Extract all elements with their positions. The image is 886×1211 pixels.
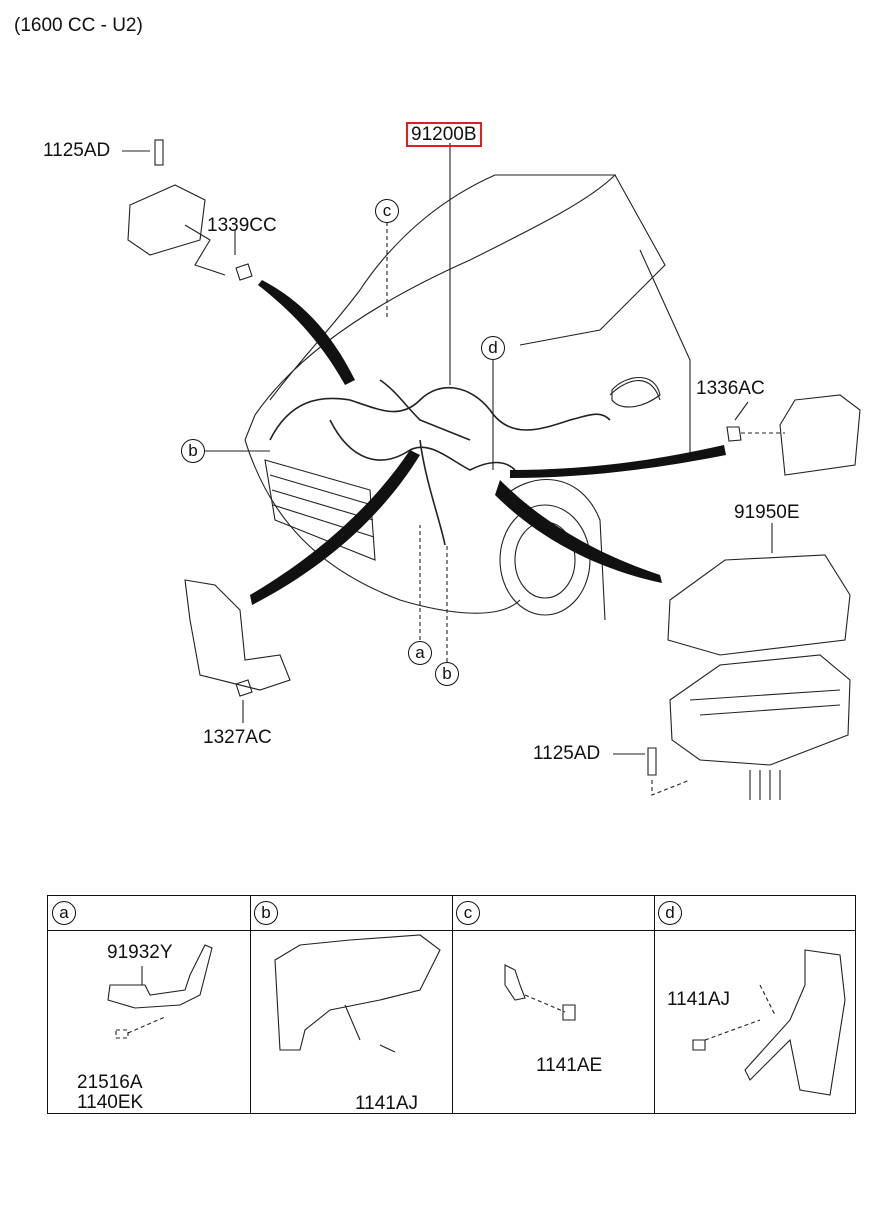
car-grille (264, 459, 376, 561)
clip-1336ac-part (726, 426, 742, 442)
bolt-fuse-part (647, 747, 657, 776)
callout-c: c (375, 199, 399, 223)
detail-a-part-91932y[interactable]: 91932Y (107, 942, 173, 963)
side-mirror (611, 377, 661, 408)
part-label-right-clip[interactable]: 1336AC (696, 378, 765, 399)
detail-header-d: d (658, 901, 682, 925)
detail-b-bracket (274, 934, 441, 1051)
callout-b-left: b (181, 439, 205, 463)
detail-header-c: c (456, 901, 480, 925)
bracket-right-part (779, 394, 861, 476)
car-hood-outline (254, 174, 617, 416)
wiring-harness-main (269, 386, 611, 441)
fuse-box-cover-part (667, 554, 851, 656)
detail-a-part-1140ek[interactable]: 1140EK (77, 1092, 144, 1113)
fuse-box-body-part (669, 654, 851, 766)
car-wheel (499, 504, 591, 616)
detail-table: a b c d (47, 895, 856, 1114)
callout-d: d (481, 336, 505, 360)
detail-a-part-21516a[interactable]: 21516A (77, 1072, 143, 1093)
part-label-fuse-bolt[interactable]: 1125AD (533, 743, 601, 764)
nut-1339cc-part (235, 263, 253, 281)
bolt-top-left-part (154, 139, 164, 166)
detail-header-b: b (254, 901, 278, 925)
bracket-lower-left-part (184, 579, 291, 691)
detail-b-part-1141aj[interactable]: 1141AJ (355, 1093, 419, 1114)
detail-c-part-1141ae[interactable]: 1141AE (536, 1055, 603, 1076)
detail-header-a: a (52, 901, 76, 925)
page-title: (1600 CC - U2) (14, 15, 143, 36)
part-label-lower-left-nut[interactable]: 1327AC (203, 727, 272, 748)
part-label-top-left-bolt[interactable]: 1125AD (43, 140, 111, 161)
part-label-top-left-nut[interactable]: 1339CC (207, 215, 277, 236)
leader-wedge (258, 280, 355, 385)
detail-d-bracket (744, 949, 846, 1096)
callout-a: a (408, 641, 432, 665)
detail-d-part-1141aj[interactable]: 1141AJ (667, 989, 731, 1010)
callout-b-bottom: b (435, 662, 459, 686)
car-a-pillar (639, 249, 691, 460)
part-label-fuse-cover[interactable]: 91950E (734, 502, 800, 523)
part-number-highlighted[interactable]: 91200B (406, 122, 482, 147)
car-windshield (495, 174, 666, 346)
nut-1327ac-part (235, 679, 253, 697)
detail-c-clip (504, 964, 526, 1001)
detail-table-header (48, 896, 855, 931)
detail-a-bracket (107, 944, 213, 1009)
junction-box-part (127, 184, 206, 256)
